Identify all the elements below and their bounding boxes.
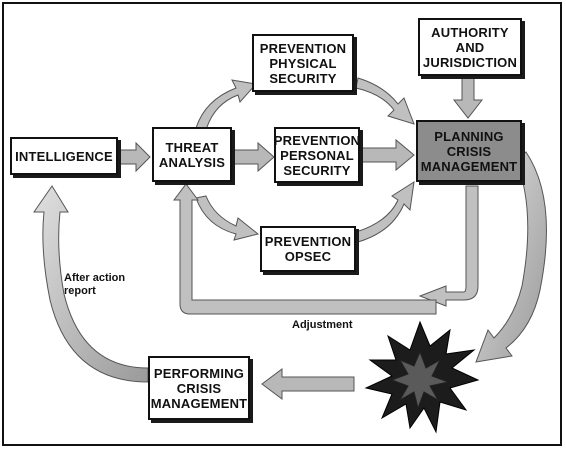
diagram-frame <box>2 2 562 446</box>
arrow-adjustment-loop <box>418 185 479 307</box>
after-action-report-label: After action report <box>64 272 126 297</box>
arrow-planning-to-event <box>475 151 547 363</box>
prevention-personal-security-box: PREVENTION PERSONAL SECURITY <box>274 127 360 183</box>
intelligence-box: INTELLIGENCE <box>10 137 118 175</box>
arrow-intelligence-to-threat <box>119 141 151 173</box>
arrow-after-action-report <box>33 185 149 383</box>
arrow-threat-to-physical <box>195 79 257 131</box>
arrow-adjustment-return <box>173 183 437 315</box>
adjustment-label: Adjustment <box>292 319 353 331</box>
arrow-threat-to-personal <box>232 141 275 173</box>
planning-crisis-management-box: PLANNING CRISIS MANAGEMENT <box>416 120 522 182</box>
arrow-threat-to-opsec <box>195 195 260 241</box>
threat-analysis-box: THREAT ANALYSIS <box>152 127 232 182</box>
prevention-physical-security-box: PREVENTION PHYSICAL SECURITY <box>252 34 354 92</box>
prevention-opsec-box: PREVENTION OPSEC <box>260 226 356 272</box>
arrow-authority-to-planning <box>452 77 484 119</box>
arrow-event-to-performing <box>261 368 355 400</box>
authority-jurisdiction-box: AUTHORITY AND JURISDICTION <box>418 18 522 76</box>
arrow-personal-to-planning <box>361 138 415 172</box>
arrow-physical-to-planning <box>355 77 415 125</box>
arrow-opsec-to-planning <box>355 180 415 243</box>
starburst-core-icon <box>390 350 450 410</box>
performing-crisis-management-box: PERFORMING CRISIS MANAGEMENT <box>148 356 250 420</box>
